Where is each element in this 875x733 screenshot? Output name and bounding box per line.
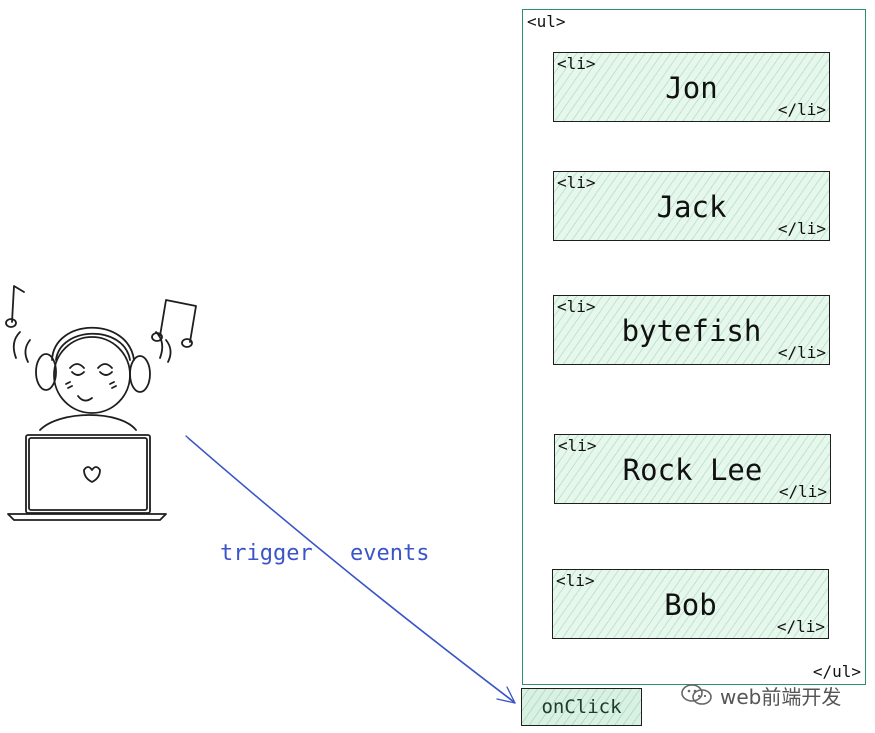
- li-close-tag: </li>: [777, 343, 826, 362]
- list-item[interactable]: <li> Bob </li>: [552, 569, 829, 639]
- events-label: events: [350, 541, 430, 566]
- li-open-tag: <li>: [558, 436, 597, 455]
- list-item[interactable]: <li> Rock Lee </li>: [554, 434, 831, 504]
- list-item-name: Bob: [664, 588, 717, 622]
- li-close-tag: </li>: [777, 100, 826, 119]
- list-item[interactable]: <li> Jack </li>: [553, 171, 830, 241]
- li-open-tag: <li>: [557, 54, 596, 73]
- trigger-arrow: [185, 435, 516, 704]
- li-open-tag: <li>: [556, 571, 595, 590]
- li-open-tag: <li>: [557, 173, 596, 192]
- list-item-name: bytefish: [621, 314, 762, 348]
- li-close-tag: </li>: [776, 617, 825, 636]
- list-item[interactable]: <li> bytefish </li>: [553, 295, 830, 365]
- watermark: web前端开发: [680, 680, 841, 710]
- list-item[interactable]: <li> Jon </li>: [553, 52, 830, 122]
- watermark-text: web前端开发: [720, 684, 842, 709]
- ul-close-tag: </ul>: [812, 662, 861, 681]
- li-close-tag: </li>: [778, 482, 827, 501]
- li-open-tag: <li>: [557, 297, 596, 316]
- list-item-name: Jon: [665, 71, 718, 105]
- user-with-laptop-illustration: [5, 285, 197, 521]
- trigger-label: trigger: [220, 541, 313, 566]
- list-item-name: Jack: [656, 190, 727, 224]
- list-item-name: Rock Lee: [622, 453, 763, 487]
- ul-open-tag: <ul>: [527, 12, 566, 31]
- onclick-label: onClick: [541, 696, 622, 718]
- wechat-icon: [681, 684, 712, 705]
- onclick-event-box[interactable]: onClick: [521, 688, 642, 726]
- li-close-tag: </li>: [777, 219, 826, 238]
